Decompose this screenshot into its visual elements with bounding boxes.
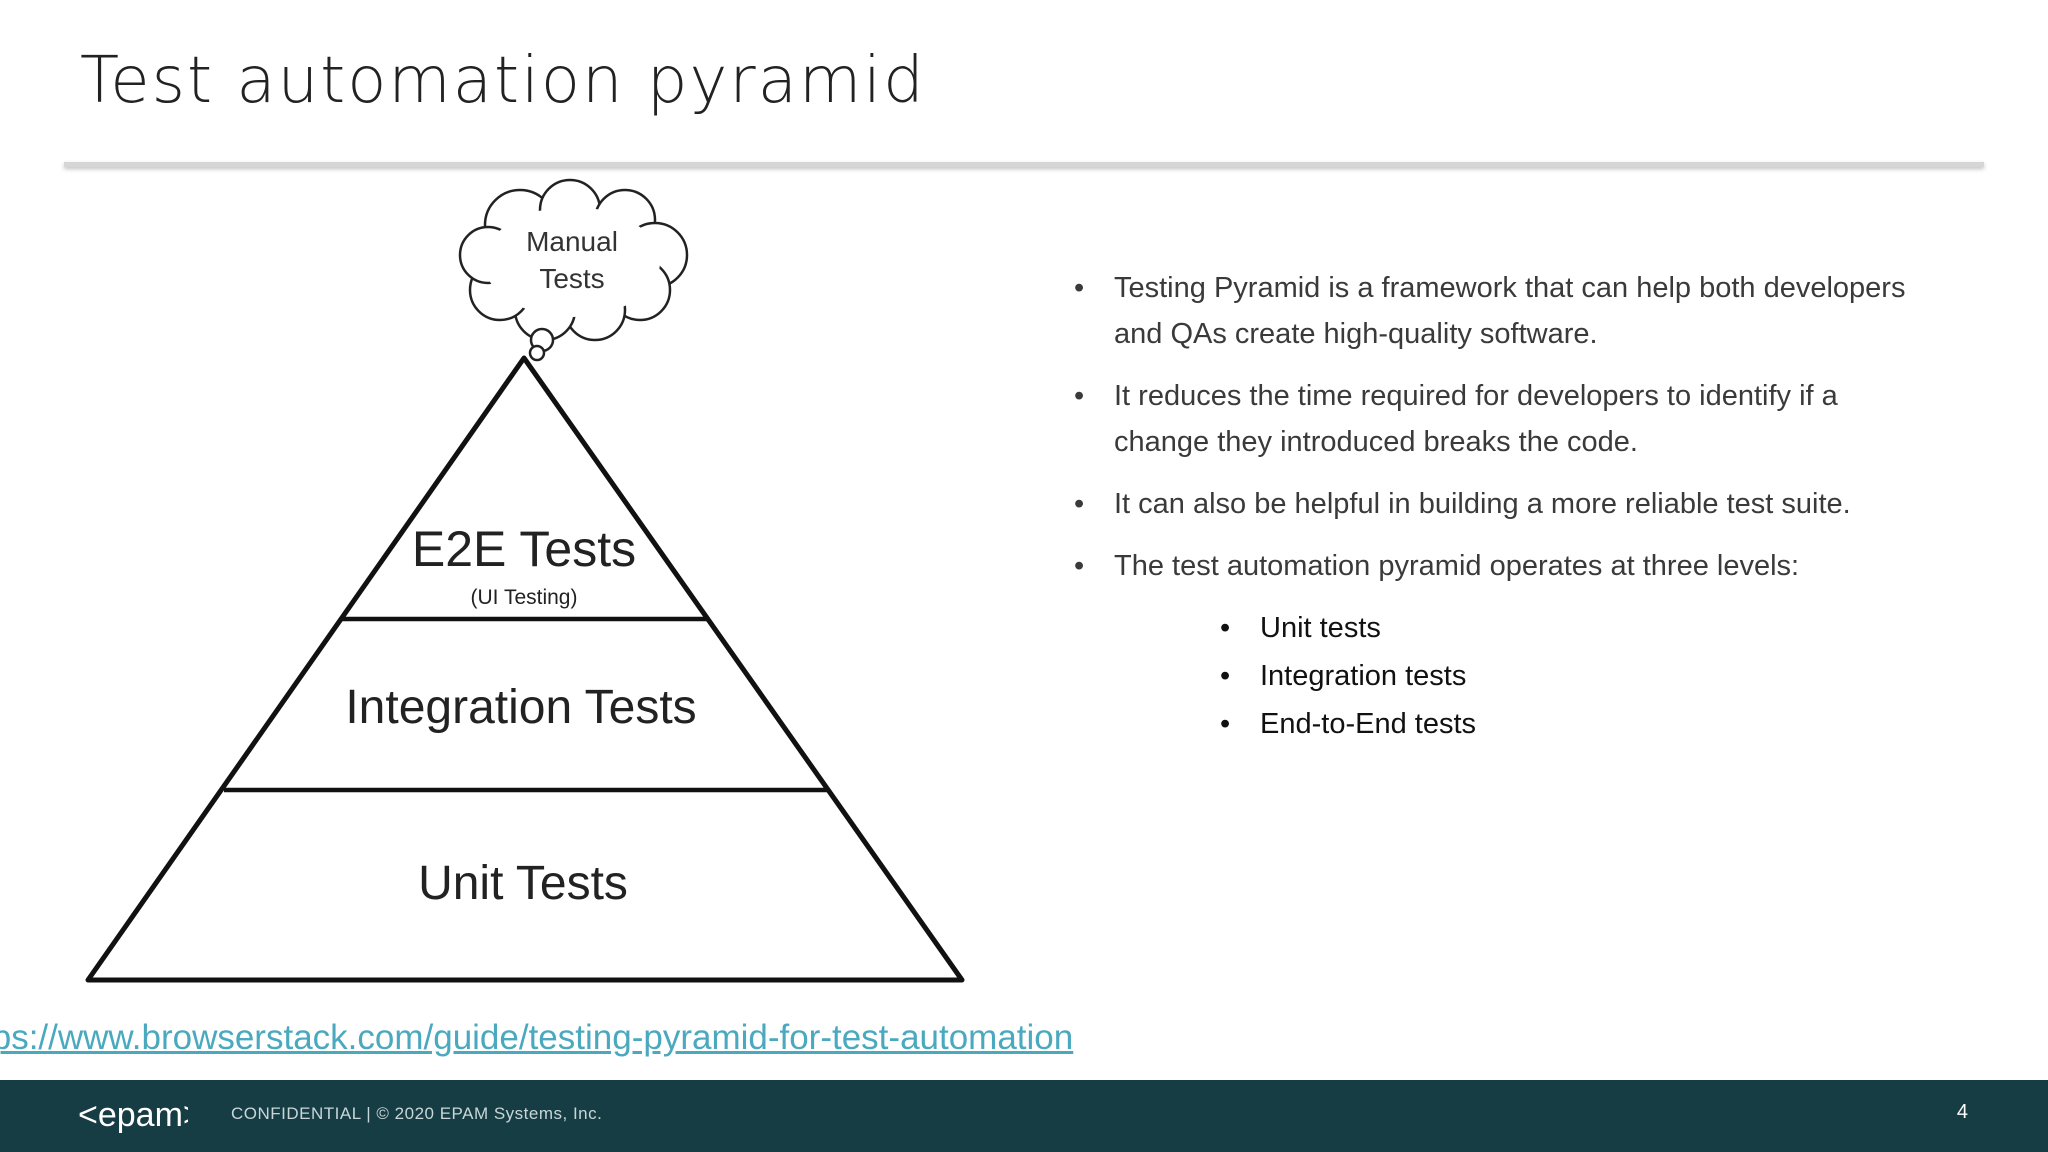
manual-tests-cloud [458,178,689,362]
levels-sublist: •Unit tests •Integration tests •End-to-E… [1070,605,1920,747]
bullet-item: •It can also be helpful in building a mo… [1074,488,1851,520]
sub-bullet-item: •End-to-End tests [1220,708,1476,740]
bullet-item: •The test automation pyramid operates at… [1074,550,1800,582]
unit-tests-label: Unit Tests [418,857,628,910]
confidential-notice: CONFIDENTIAL | © 2020 EPAM Systems, Inc. [231,1104,603,1123]
pyramid-outline [85,355,965,983]
e2e-tests-label: E2E Tests [412,521,636,577]
cloud-label-line1: Manual [526,226,618,257]
slide-title: Test automation pyramid [80,44,926,118]
epam-logo: <epam> [78,1096,188,1134]
sub-bullet-item: •Unit tests [1220,612,1381,644]
ui-testing-sublabel: (UI Testing) [471,586,578,609]
cloud-label-line2: Tests [539,263,604,294]
sub-bullet-item: •Integration tests [1220,660,1467,692]
bullet-list: •Testing Pyramid is a framework that can… [1070,265,1920,749]
page-number: 4 [1956,1101,1968,1123]
svg-text:<epam>: <epam> [78,1096,188,1134]
footer-bar: <epam> CONFIDENTIAL | © 2020 EPAM System… [0,1080,2048,1152]
title-divider [64,162,1984,167]
bullet-item: •It reduces the time required for develo… [1074,380,1838,458]
integration-tests-label: Integration Tests [345,681,696,734]
bullet-item: •Testing Pyramid is a framework that can… [1074,272,1906,350]
source-link[interactable]: tps://www.browserstack.com/guide/testing… [0,1018,1074,1057]
test-pyramid-diagram: Manual Tests E2E Tests (UI Testing) Inte… [85,178,965,983]
